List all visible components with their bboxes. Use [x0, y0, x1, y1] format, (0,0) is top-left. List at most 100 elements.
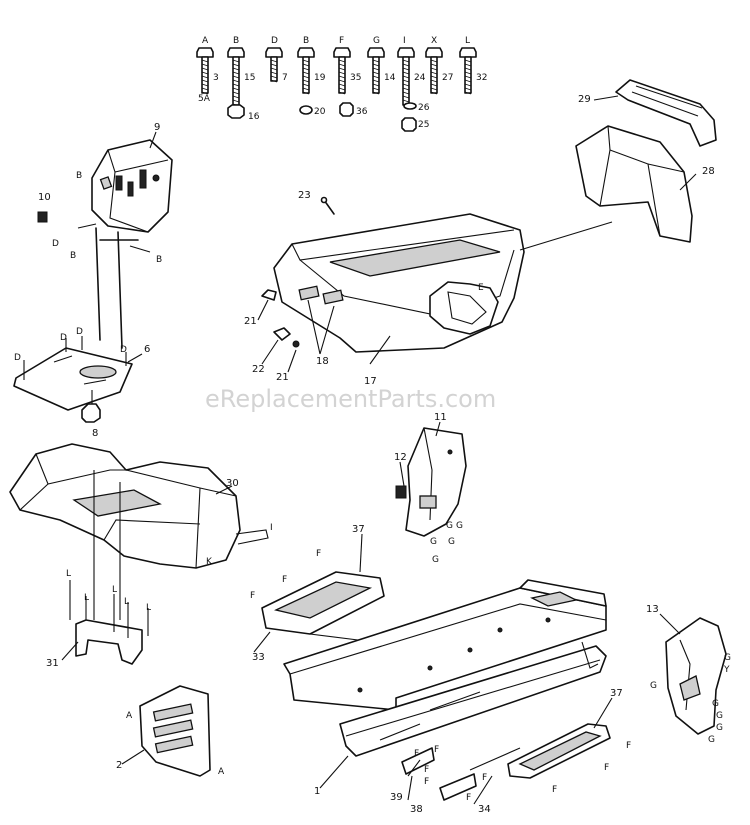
bracket-38 [439, 773, 477, 801]
letter-E: E [478, 283, 484, 293]
bolt-letter: G [373, 36, 380, 46]
letter-D: D [120, 345, 127, 355]
watermark-text: eReplacementParts.com [205, 385, 496, 413]
bolt-D-7: D7 [265, 36, 288, 83]
hood-assembly [261, 196, 525, 353]
bolt-letter: X [431, 36, 437, 46]
bolt-sub-label: 5A [198, 94, 211, 104]
letter-L: L [84, 593, 89, 603]
letter-G: G [448, 537, 455, 547]
washer-26 [403, 102, 417, 110]
bolt-I-24: I24 [397, 36, 426, 107]
bolt-X-27: X 27 [425, 36, 453, 95]
small-brackets [401, 747, 477, 801]
letter-G: G [716, 723, 723, 733]
bolt-number: 24 [414, 73, 426, 83]
letter-G: G [430, 537, 437, 547]
callout-37a: 37 [352, 524, 365, 535]
washer-20 [299, 105, 313, 115]
callout-21b: 21 [276, 372, 289, 383]
bolt-letter: F [339, 36, 344, 46]
letter-F: F [424, 765, 429, 775]
bolt-letter: D [271, 36, 278, 46]
callout-28: 28 [702, 166, 715, 177]
letter-F: F [424, 777, 429, 787]
bolt-B-19: B19 [297, 36, 326, 95]
bracket-31 [75, 619, 143, 665]
letter-D: D [14, 353, 21, 363]
bolt-letter: B [233, 36, 239, 46]
callout-8: 8 [92, 428, 98, 439]
callout-1: 1 [314, 786, 320, 797]
bolt-B-15: B 15 [227, 36, 255, 107]
letter-D: D [60, 333, 67, 343]
nut-label-16: 16 [248, 112, 260, 122]
letter-F: F [282, 575, 287, 585]
callout-13: 13 [646, 604, 659, 615]
frame-1 [283, 579, 607, 757]
callout-39: 39 [390, 792, 403, 803]
bolt-number: 14 [384, 73, 396, 83]
letter-Y: Y [723, 665, 730, 675]
leader-lines [61, 95, 697, 805]
callout-33: 33 [252, 652, 265, 663]
callout-22: 22 [252, 364, 265, 375]
hood-window [329, 239, 501, 277]
letter-I: I [270, 523, 273, 533]
hardware-nuts: 16 20 36 26 25 [227, 102, 430, 132]
bracket-13-assembly [665, 617, 727, 735]
letter-D: D [76, 327, 83, 337]
frame-rail-lower [339, 645, 607, 757]
engine-opening [429, 281, 499, 335]
letter-F: F [626, 741, 631, 751]
step-panel-34 [469, 723, 611, 779]
callout-10: 10 [38, 192, 51, 203]
plate-2-assembly [139, 685, 211, 777]
letter-F: F [482, 773, 487, 783]
callout-9: 9 [154, 122, 160, 133]
fender-assembly [9, 443, 269, 665]
letter-F: F [414, 749, 419, 759]
letter-G: G [724, 653, 731, 663]
letter-F: F [250, 591, 255, 601]
dash-tower-assembly [13, 139, 173, 423]
bolt-number: 32 [476, 73, 487, 83]
letter-G: G [650, 681, 657, 691]
nut-label-36: 36 [356, 107, 368, 117]
hood-17 [273, 213, 525, 353]
bracket-11 [405, 427, 467, 537]
nut-36 [339, 102, 354, 117]
bolt-number: 15 [244, 73, 255, 83]
callout-18: 18 [316, 356, 329, 367]
letter-G: G [708, 735, 715, 745]
part-21b [292, 340, 300, 348]
nut-16 [227, 104, 245, 119]
part-21a [261, 289, 277, 301]
letter-L: L [124, 597, 129, 607]
letter-G: G [432, 555, 439, 565]
letter-G: G [456, 521, 463, 531]
callout-17: 17 [364, 376, 377, 387]
letter-G: G [716, 711, 723, 721]
bolt-number: 7 [282, 73, 288, 83]
callout-11: 11 [434, 412, 447, 423]
letter-F: F [604, 763, 609, 773]
nut-label-20: 20 [314, 107, 326, 117]
bolt-number: 19 [314, 73, 326, 83]
callout-30: 30 [226, 478, 239, 489]
callout-2: 2 [116, 760, 122, 771]
bolt-number: 27 [442, 73, 453, 83]
bracket-11-assembly [395, 427, 467, 537]
lens-18b [322, 289, 344, 305]
callout-labels: 9 10 6 8 23 29 28 21 22 21 18 17 11 12 3… [38, 94, 715, 815]
part-10 [37, 211, 48, 223]
bolt-number: 3 [213, 73, 219, 83]
step-panel-33 [261, 571, 407, 647]
letter-B: B [76, 171, 82, 181]
bolt-L-32: L32 [459, 36, 487, 95]
letter-B: B [70, 251, 76, 261]
callout-38: 38 [410, 804, 423, 815]
